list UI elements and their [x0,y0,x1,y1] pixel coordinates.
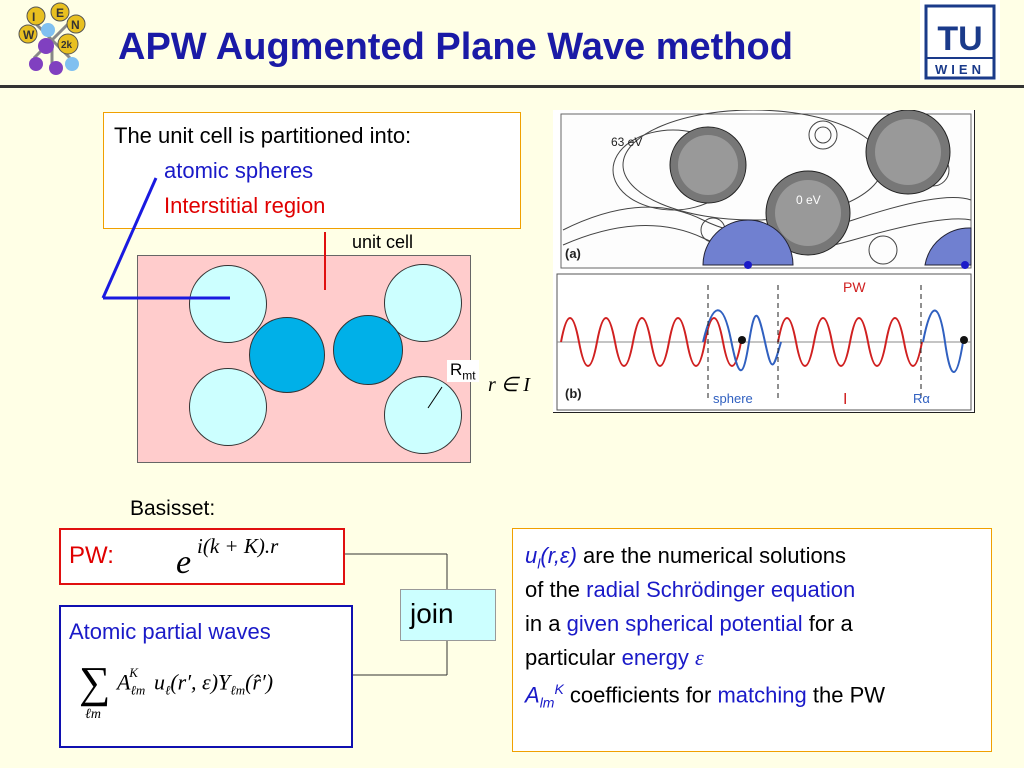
atomic-sphere [384,264,462,342]
u-sub: l [537,555,541,572]
rmt-r: R [450,360,463,379]
info-line-2-a: of the [525,577,587,602]
atomic-spheres-label: atomic spheres [164,158,314,183]
matching-word: matching [717,682,807,708]
spherical-potential: given spherical potential [566,611,803,636]
pw-figure-label: PW [843,279,866,295]
atomic-sphere [249,317,325,393]
interstitial-region-label: Interstitial region [164,193,326,218]
u-args: (r,ε) [540,543,577,568]
info-line-4: particular energy ε [525,645,704,671]
slide-title: APW Augmented Plane Wave method [118,26,793,68]
logo-letter-i: I [32,10,35,24]
rmt-sub: mt [462,368,476,383]
wien2k-logo: I E W N 2k [12,2,92,80]
apw-sum-sub: ℓm [85,707,101,722]
atomic-sphere [189,265,267,343]
pw-exponent: i(k + K).r [197,534,279,558]
atomic-sphere [384,376,462,454]
info-line-3: in a given spherical potential for a [525,611,853,637]
energy-word: energy [621,645,689,670]
info-line-3-a: in a [525,611,567,636]
info-line-1: ul(r,ε) are the numerical solutions [525,543,846,571]
logo-letter-e: E [56,6,64,20]
info-line-5-c: the PW [806,682,886,708]
sphere-figure-label: sphere [713,391,753,406]
join-label: join [410,598,454,629]
info-line-5-a: coefficients for [563,682,718,708]
apw-label: Atomic partial waves [69,619,271,644]
unit-cell-diagram [137,255,471,463]
radial-schrodinger: radial Schrödinger equation [586,577,856,602]
info-line-5: AlmK coefficients for matching the PW [525,681,885,711]
energy-label-0: 0 eV [796,193,821,207]
atomic-sphere [189,368,267,446]
partition-box: The unit cell is partitioned into: atomi… [103,112,521,229]
logo-2k: 2k [61,40,73,51]
potential-figure: 63 eV 0 eV (a) PW (b) sphere I Rα [553,109,975,413]
info-line-2: of the radial Schrödinger equation [525,577,855,603]
pw-box: PW: e i(k + K).r [59,528,345,585]
pw-label: PW: [69,542,114,569]
panel-a-label: (a) [565,246,581,261]
info-line-1-text: are the numerical solutions [576,543,846,568]
info-line-4-a: particular [525,645,622,670]
a-sub: lm [539,694,555,711]
atomic-sphere [333,315,403,385]
partition-intro: The unit cell is partitioned into: [114,123,412,148]
info-box: ul(r,ε) are the numerical solutions of t… [512,528,992,752]
tu-wien-logo: TU WIEN [920,0,1000,80]
wien-logo-text: WIEN [935,62,985,77]
pw-e: e [176,544,192,581]
info-line-3-c: for a [802,611,853,636]
energy-epsilon: ε [695,645,704,670]
unit-cell-label: unit cell [352,232,414,252]
energy-label-63: 63 eV [611,135,642,149]
a-sup: K [554,681,564,697]
rmt-label: Rmt [447,360,479,383]
interstitial-formula: r ∈ I [488,374,530,396]
tu-logo-text: TU [937,20,982,58]
header-divider [0,85,1024,88]
logo-letter-n: N [71,18,80,32]
join-box: join [400,589,496,641]
logo-letter-w: W [23,28,35,42]
a-symbol: A [525,682,540,708]
u-symbol: u [525,543,538,568]
panel-b-label: (b) [565,386,582,401]
interstitial-figure-label: I [843,391,847,408]
basisset-label: Basisset: [130,497,216,520]
r-alpha-figure-label: Rα [913,391,930,406]
